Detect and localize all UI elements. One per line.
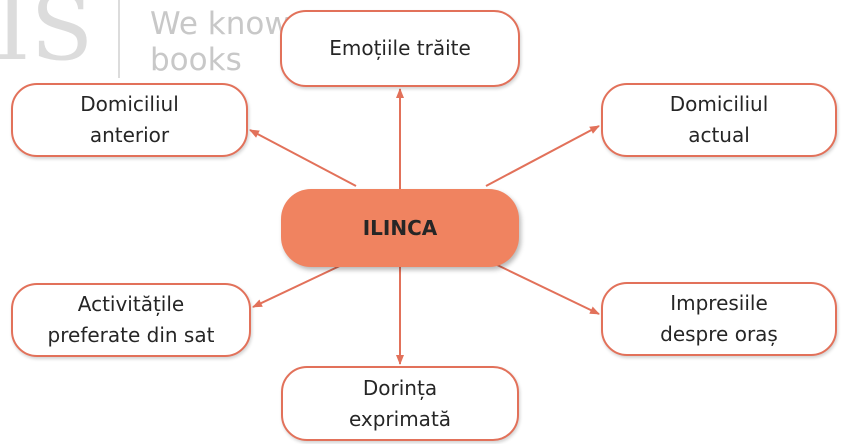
- node-village-activities-line-1: Activitățile: [77, 292, 185, 316]
- node-current-home-line-2: actual: [688, 123, 750, 147]
- node-previous-home-line-1: Domiciliul: [80, 92, 179, 116]
- node-previous-home: Domiciliul anterior: [11, 83, 248, 157]
- node-city-impressions: Impresiile despre oraș: [601, 282, 837, 356]
- node-expressed-wish-line-1: Dorința: [362, 375, 438, 400]
- node-current-home-line-1: Domiciliul: [669, 92, 769, 116]
- node-emotions: Emoțiile trăite: [280, 10, 520, 87]
- arrow-to-bottom-left: [252, 262, 347, 308]
- central-node: ILINCA: [281, 189, 519, 267]
- arrow-to-bottom-right: [492, 262, 600, 315]
- node-emotions-line-1: Emoțiile trăite: [329, 36, 471, 60]
- node-expressed-wish-line-2: exprimată: [348, 406, 452, 431]
- node-city-impressions-line-2: despre oraș: [660, 322, 778, 346]
- watermark-text: We know books: [150, 6, 290, 78]
- watermark-line-1: We know: [150, 6, 290, 42]
- watermark-line-2: books: [150, 42, 242, 78]
- arrow-to-top-left: [249, 129, 357, 187]
- node-current-home: Domiciliul actual: [601, 83, 837, 157]
- watermark-divider: [118, 0, 120, 78]
- node-city-impressions-line-1: Impresiile: [670, 291, 768, 315]
- node-expressed-wish: Dorința exprimată: [281, 366, 519, 441]
- central-node-label: ILINCA: [362, 216, 438, 240]
- node-village-activities: Activitățile preferate din sat: [11, 283, 251, 357]
- node-previous-home-line-2: anterior: [89, 123, 170, 147]
- watermark-logo: IS: [0, 0, 94, 81]
- node-village-activities-line-2: preferate din sat: [47, 323, 215, 347]
- arrow-to-top-right: [485, 125, 600, 187]
